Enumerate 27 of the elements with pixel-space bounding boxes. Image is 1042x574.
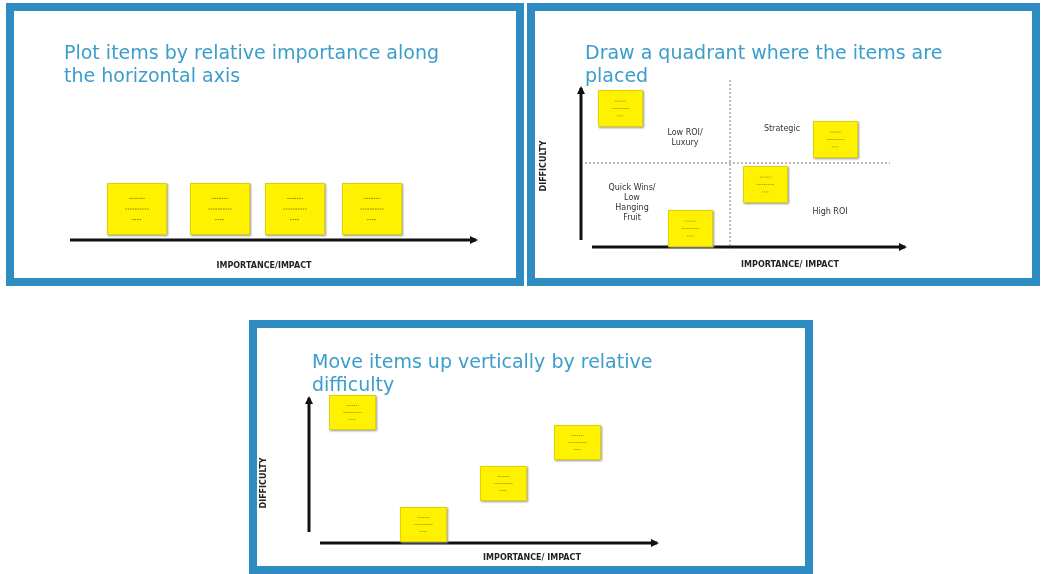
sticky-note: [554, 425, 601, 460]
axis-label: IMPORTANCE/ IMPACT: [740, 260, 840, 270]
quadrant-label: High ROI: [811, 207, 849, 217]
slide-title: Plot items by relative importance along the horizontal axis: [64, 41, 440, 87]
sticky-note: [743, 166, 788, 203]
sticky-note: [265, 183, 325, 235]
quadrant-label: Strategic: [762, 124, 802, 134]
axis-label: DIFFICULTY: [539, 139, 549, 194]
sticky-note: [342, 183, 402, 235]
axis-label: IMPORTANCE/IMPACT: [215, 261, 313, 271]
sticky-note: [190, 183, 250, 235]
sticky-note: [107, 183, 167, 235]
sticky-note: [668, 210, 713, 247]
slide-title: Move items up vertically by relative difficulty: [312, 350, 654, 396]
slide-panel: [249, 320, 813, 574]
quadrant-label: Low ROI/ Luxury: [666, 128, 704, 148]
sticky-note: [400, 507, 447, 542]
axis-label: IMPORTANCE/ IMPACT: [482, 553, 582, 563]
sticky-note: [329, 395, 376, 430]
sticky-note: [813, 121, 858, 158]
slide-title: Draw a quadrant where the items are placed: [585, 41, 944, 87]
slide-panel: [6, 3, 524, 286]
axis-label: DIFFICULTY: [259, 456, 269, 511]
sticky-note: [480, 466, 527, 501]
sticky-note: [598, 90, 643, 127]
slide-panel: [527, 3, 1040, 286]
quadrant-label: Quick Wins/ Low Hanging Fruit: [607, 183, 657, 223]
